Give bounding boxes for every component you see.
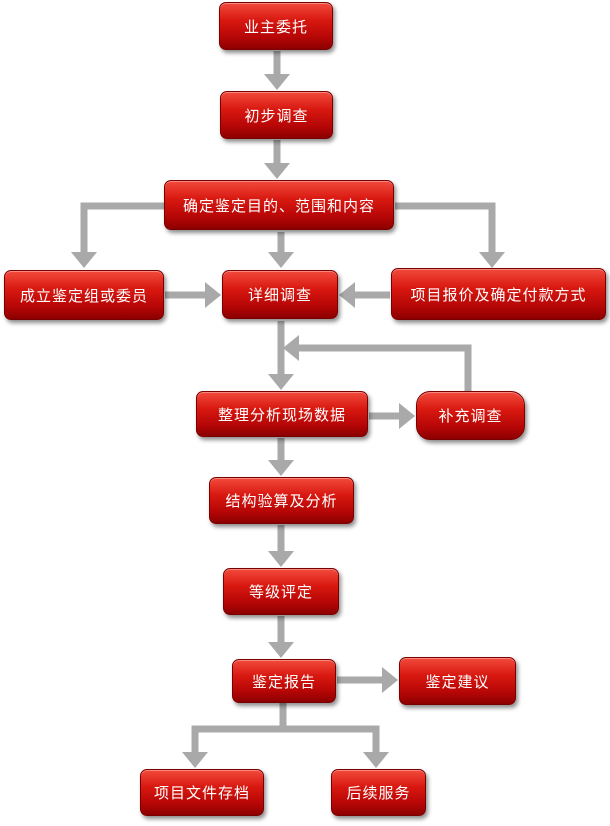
node-determine-scope: 确定鉴定目的、范围和内容 [164,180,394,230]
node-archive: 项目文件存档 [140,769,264,816]
arrowhead [339,282,355,308]
arrowhead [479,252,505,268]
node-supplementary-survey: 补充调查 [416,391,525,440]
node-quotation: 项目报价及确定付款方式 [391,268,606,320]
node-detailed-survey: 详细调查 [222,270,338,319]
arrow-scope-quote [395,202,496,256]
arrowhead [268,252,294,268]
node-after-service: 后续服务 [331,769,426,816]
arrowhead [182,752,208,768]
node-initial-survey: 初步调查 [220,91,333,139]
arrowhead [205,282,221,308]
arrowhead [399,403,415,429]
node-organize-data: 整理分析现场数据 [196,391,368,437]
arrow-split-archive [191,725,283,756]
arrowhead [268,642,294,658]
arrow-scope-group [80,202,167,256]
arrowhead [268,460,294,476]
arrowhead [264,74,290,90]
arrowhead [382,667,398,693]
arrowhead [363,752,389,768]
node-advice: 鉴定建议 [399,657,516,705]
node-entrust: 业主委托 [219,2,333,50]
arrowhead [268,551,294,567]
arrowhead [264,163,290,179]
arrow-split-service [283,725,380,756]
node-form-group: 成立鉴定组或委员 [4,270,164,320]
node-structural-analysis: 结构验算及分析 [209,477,354,524]
node-grade-rating: 等级评定 [223,568,339,615]
arrow-supplement-loop [296,344,472,391]
arrowhead [283,335,299,361]
node-report: 鉴定报告 [232,659,336,703]
arrowhead [71,252,97,268]
arrowhead [268,374,294,390]
